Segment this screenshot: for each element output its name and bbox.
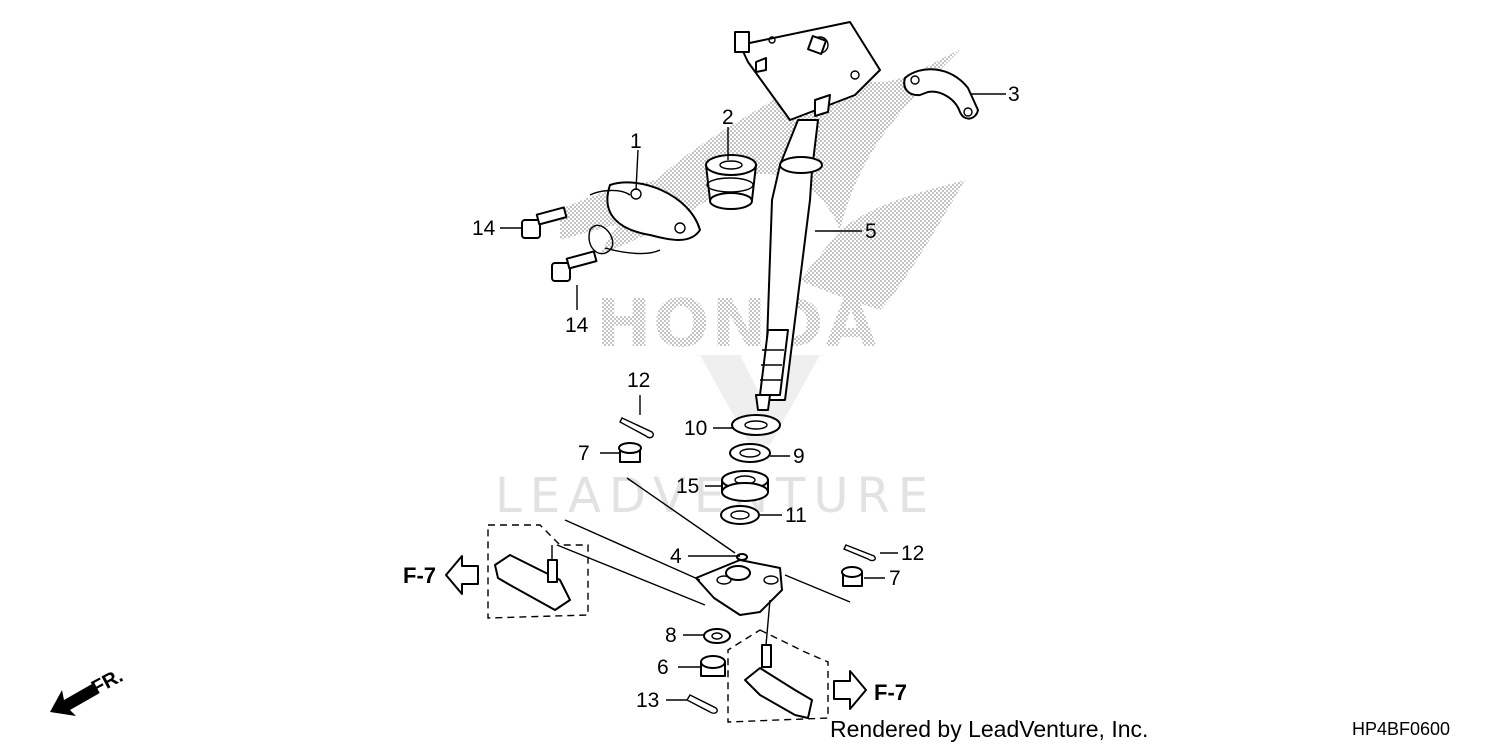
callout-11: 11 xyxy=(785,504,807,527)
callout-4: 4 xyxy=(670,545,682,568)
arrow-left-icon xyxy=(445,555,479,595)
flange-bolt-upper xyxy=(521,206,568,239)
reference-left-label[interactable]: F-7 xyxy=(403,563,436,588)
callout-7-left: 7 xyxy=(578,442,590,465)
flange-bolt-lower xyxy=(551,250,598,282)
callout-1: 1 xyxy=(630,130,642,153)
steering-shaft xyxy=(734,21,881,411)
shaft-bushing xyxy=(705,154,757,210)
callout-2: 2 xyxy=(722,106,734,129)
tie-rod-end-left xyxy=(487,524,589,619)
washer-9 xyxy=(729,443,771,463)
cotter-pin-right xyxy=(843,544,876,562)
reference-right-label[interactable]: F-7 xyxy=(874,680,907,705)
cotter-pin-13 xyxy=(686,694,718,714)
callout-14-upper: 14 xyxy=(472,217,496,240)
callout-7-right: 7 xyxy=(889,567,901,590)
cotter-pin-left xyxy=(619,417,655,439)
callout-12-right: 12 xyxy=(901,542,924,565)
shaft-holder-clamp xyxy=(903,68,979,120)
footer-credit: Rendered by LeadVenture, Inc. xyxy=(830,716,1149,742)
reference-right[interactable]: F-7 xyxy=(833,670,907,710)
callout-8: 8 xyxy=(665,624,677,647)
front-arrow-icon xyxy=(50,684,98,716)
leader-lines xyxy=(500,93,1006,701)
honda-wing-watermark xyxy=(560,50,965,310)
washer-8 xyxy=(703,628,731,644)
callout-10: 10 xyxy=(684,417,707,440)
nut-6 xyxy=(700,655,726,677)
callout-15: 15 xyxy=(676,475,699,498)
steering-arm xyxy=(695,553,783,616)
castle-nut-left xyxy=(618,442,642,463)
leadventure-watermark: LEADVENTURE xyxy=(495,468,936,524)
oil-seal-11 xyxy=(720,505,760,525)
front-direction-indicator: FR. xyxy=(50,665,127,716)
arrow-right-icon xyxy=(833,670,867,710)
callout-14-lower: 14 xyxy=(565,314,589,337)
shaft-holder-plate xyxy=(588,181,701,255)
dust-seal-10 xyxy=(731,414,781,436)
callout-9: 9 xyxy=(793,445,805,468)
tie-rod-end-right xyxy=(727,629,829,723)
callout-3: 3 xyxy=(1008,83,1020,106)
callout-6: 6 xyxy=(657,656,669,679)
diagram-code: HP4BF0600 xyxy=(1352,719,1451,739)
castle-nut-right xyxy=(841,566,863,587)
callout-12-left: 12 xyxy=(627,369,650,392)
reference-left[interactable]: F-7 xyxy=(403,555,479,595)
callout-5: 5 xyxy=(865,220,877,243)
honda-text-watermark: HONDA xyxy=(596,285,878,362)
bearing-15 xyxy=(721,470,769,502)
callout-13: 13 xyxy=(636,689,659,712)
